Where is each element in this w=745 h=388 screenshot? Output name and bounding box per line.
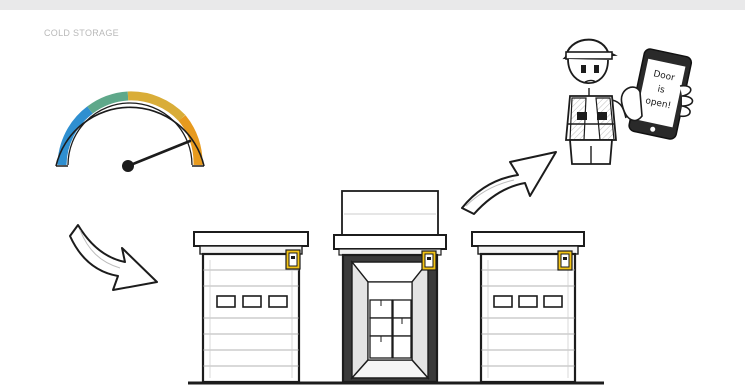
door-window	[519, 296, 537, 307]
temperature-gauge-icon	[56, 96, 204, 172]
left-door-closed	[194, 232, 308, 382]
middle-door-open	[334, 191, 446, 382]
door-window	[217, 296, 235, 307]
door-window	[269, 296, 287, 307]
warehouse-worker-icon	[565, 40, 626, 164]
smartphone-icon: Door is open!	[621, 48, 692, 140]
door-sensor-icon	[286, 250, 300, 269]
stacked-boxes	[370, 300, 411, 358]
gauge-needle	[128, 141, 190, 166]
door-sensor-icon	[422, 251, 436, 270]
door-sensor-icon	[558, 251, 572, 270]
gauge-pivot	[122, 160, 134, 172]
curved-arrow-down-icon	[70, 225, 157, 290]
right-door-closed	[472, 232, 584, 382]
door-window	[243, 296, 261, 307]
door-window	[494, 296, 512, 307]
door-window	[544, 296, 562, 307]
curved-arrow-up-icon	[462, 152, 556, 214]
